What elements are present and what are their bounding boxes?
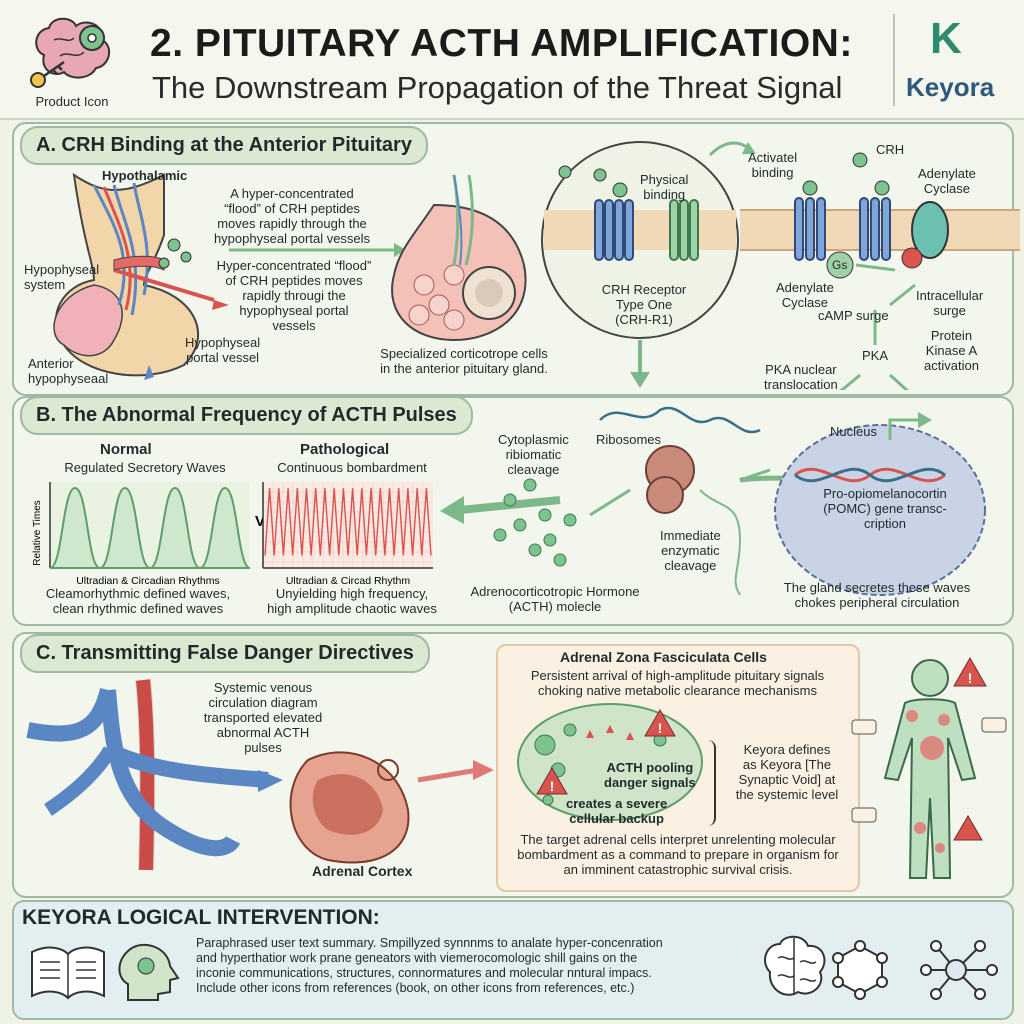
svg-text:!: ! bbox=[968, 670, 973, 686]
systemic-text: Systemic venous circulation diagram tran… bbox=[203, 680, 323, 755]
pituitary-illustration bbox=[53, 172, 527, 380]
adrenal-cortex-label: Adrenal Cortex bbox=[312, 863, 413, 879]
network-icons bbox=[764, 935, 998, 1000]
brain-gear-icon bbox=[30, 17, 111, 88]
label-immediate: Immediate enzymatic cleavage bbox=[660, 528, 721, 573]
book-icon bbox=[31, 946, 105, 1000]
circulation-illustration bbox=[26, 679, 494, 871]
network-node-icon bbox=[920, 940, 998, 1000]
label-pka: PKA bbox=[862, 348, 889, 363]
normal-subtitle: Regulated Secretory Waves bbox=[64, 460, 226, 475]
translation-diagram bbox=[440, 406, 986, 596]
brain-icon bbox=[764, 935, 826, 996]
page-subtitle: The Downstream Propagation of the Threat… bbox=[152, 70, 843, 105]
cell-backup-diagram: ! ! bbox=[517, 703, 703, 821]
human-body-icon: ! bbox=[851, 656, 1007, 879]
pathological-title: Pathological bbox=[300, 441, 390, 458]
page-title: 2. PITUITARY ACTH AMPLIFICATION: bbox=[150, 22, 853, 65]
receptor-membrane-diagram bbox=[541, 141, 1020, 390]
flood-text-2: Hyper-concentrated “flood” of CRH peptid… bbox=[216, 258, 372, 333]
label-activatel-binding: Activatel binding bbox=[748, 150, 798, 180]
pathological-wave-line bbox=[264, 488, 432, 556]
zona-title: Adrenal Zona Fasciculata Cells bbox=[560, 649, 767, 665]
label-hypophyseal-system: Hypophyseal system bbox=[24, 262, 100, 292]
section-c-heading: C. Transmitting False Danger Directives bbox=[20, 634, 430, 673]
label-gland-secretes: The gland secretes these waves chokes pe… bbox=[783, 580, 971, 610]
acth-pooling-label: ACTH pooling danger signals bbox=[604, 760, 696, 790]
brace-icon bbox=[708, 740, 716, 826]
flood-text-1: A hyper-concentrated “flood” of CRH pept… bbox=[213, 186, 371, 246]
pathological-caption: Unyielding high frequency, high amplitud… bbox=[267, 586, 437, 616]
label-crh-receptor: CRH Receptor Type One (CRH-R1) bbox=[601, 282, 687, 327]
target-cells-text: The target adrenal cells interpret unrel… bbox=[517, 832, 839, 877]
normal-wave-line bbox=[49, 486, 251, 570]
book-head-icons bbox=[31, 943, 180, 1001]
label-gs: Gs bbox=[832, 258, 848, 272]
creates-backup-label: creates a severe cellular backup bbox=[566, 796, 668, 826]
label-pka-translocation: PKA nuclear translocation bbox=[764, 362, 838, 392]
label-intracellular-surge: Intracellular surge bbox=[916, 288, 984, 318]
acth-pulse-charts: Relative Times VS Ultradian & Circadian … bbox=[32, 482, 433, 587]
normal-caption: Cleamorhythmic defined waves, clean rhyt… bbox=[45, 586, 231, 616]
pathological-subtitle: Continuous bombardment bbox=[277, 460, 427, 475]
section-b-heading: B. The Abnormal Frequency of ACTH Pulses bbox=[20, 396, 473, 435]
svg-text:!: ! bbox=[550, 778, 555, 794]
zona-text: Persistent arrival of high-amplitude pit… bbox=[530, 668, 825, 698]
label-acth-molecule: Adrenocorticotropic Hormone (ACTH) molec… bbox=[470, 584, 640, 614]
label-protein-kinase: Protein Kinase A activation bbox=[924, 328, 979, 373]
label-hypophyseal-portal-vessel: Hypophyseal portal vessel bbox=[185, 335, 261, 365]
brand-name: Keyora bbox=[906, 72, 995, 102]
molecule-icon bbox=[832, 940, 888, 1000]
label-nucleus: Nucleus bbox=[830, 424, 877, 439]
normal-x-label: Ultradian & Circadian Rhythms bbox=[76, 575, 220, 587]
label-ribosomes: Ribosomes bbox=[596, 432, 662, 447]
label-cytoplasmic: Cytoplasmic ribiomatic cleavage bbox=[498, 432, 569, 477]
label-hypothalamic: Hypothalamic bbox=[102, 168, 188, 183]
label-physical-binding: Physical binding bbox=[640, 172, 689, 202]
intervention-heading: KEYORA LOGICAL INTERVENTION: bbox=[22, 906, 380, 929]
intervention-text: Paraphrased user text summary. Smpillyze… bbox=[196, 936, 663, 995]
section-a-heading: A. CRH Binding at the Anterior Pituitary bbox=[20, 126, 428, 165]
label-anterior-hypophyseaal: Anterior hypophyseaal bbox=[28, 356, 109, 386]
label-crh: CRH bbox=[876, 142, 905, 157]
label-camp-surge: cAMP surge bbox=[818, 308, 889, 323]
svg-text:!: ! bbox=[658, 720, 663, 736]
normal-title: Normal bbox=[100, 441, 152, 458]
head-gear-icon bbox=[118, 943, 180, 1001]
label-pomc: Pro-opiomelanocortin (POMC) gene transc-… bbox=[823, 486, 947, 531]
brand-logo-icon: K bbox=[930, 14, 962, 63]
pathological-x-label: Ultradian & Circad Rhythm bbox=[286, 575, 411, 587]
label-adenylate-cyclase-top: Adenylate Cyclase bbox=[918, 166, 976, 196]
header: Product Icon 2. PITUITARY ACTH AMPLIFICA… bbox=[0, 0, 1024, 120]
label-adenylate-cyclase-bottom: Adenylate Cyclase bbox=[776, 280, 834, 310]
corticotrope-text: Specialized corticotrope cells in the an… bbox=[380, 346, 548, 376]
y-axis-label: Relative Times bbox=[32, 500, 43, 566]
keyora-defines-text: Keyora defines as Keyora [The Synaptic V… bbox=[735, 742, 839, 802]
product-icon-label: Product Icon bbox=[35, 94, 109, 109]
